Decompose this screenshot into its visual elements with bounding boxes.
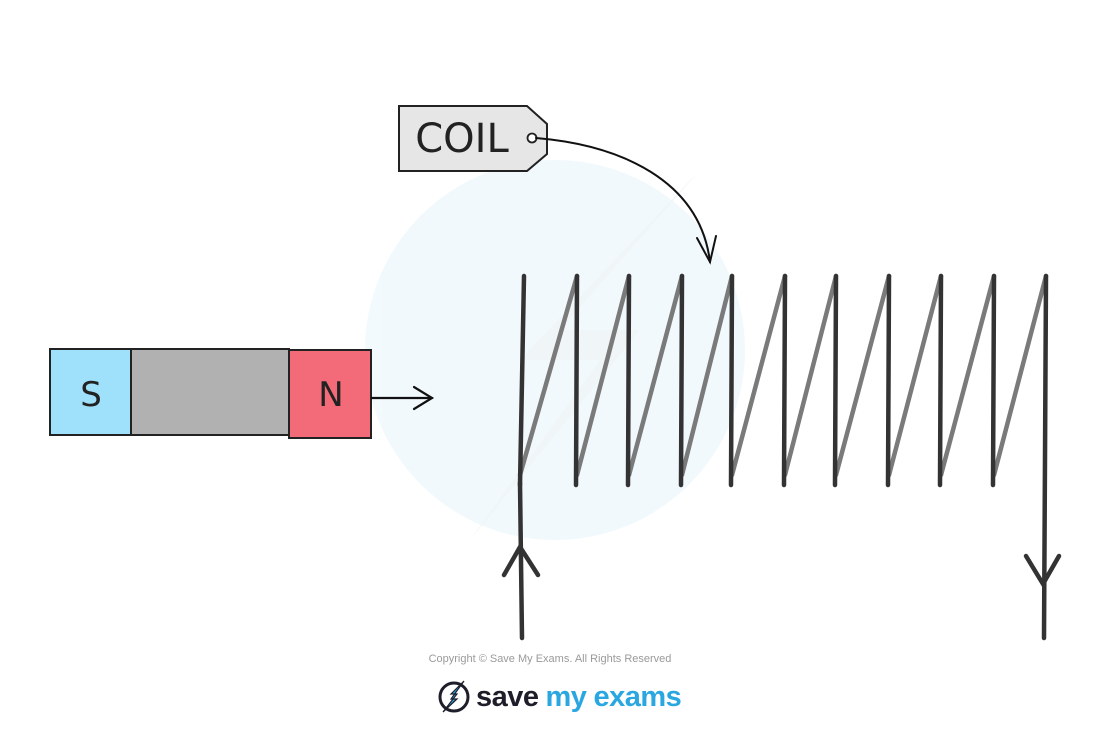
north-pole-label: N <box>318 375 343 415</box>
south-pole <box>49 348 132 436</box>
right-current-arrow-icon <box>1023 553 1062 589</box>
tag-shape <box>398 105 548 172</box>
coil-back-strand <box>574 273 632 478</box>
coil-front-strand <box>937 273 944 488</box>
left-current-arrow-icon <box>501 542 541 578</box>
coil-back-strand <box>729 273 788 478</box>
copyright-text: Copyright © Save My Exams. All Rights Re… <box>428 653 672 665</box>
tag-pointer-arrow <box>535 137 717 265</box>
coil-back-strand <box>517 273 580 478</box>
coil-front-strand <box>990 273 997 488</box>
coil-front-strand <box>728 273 735 488</box>
lightning-bolt-icon <box>438 680 470 713</box>
coil-front-strand <box>517 273 527 488</box>
magnet-body <box>130 348 290 436</box>
coil-back-strand <box>938 273 997 478</box>
brand-save: save <box>476 681 539 713</box>
motion-arrow <box>370 385 435 411</box>
coil-back-strand <box>991 273 1049 478</box>
brand-exams: exams <box>593 681 682 713</box>
tag-label: COIL <box>415 116 509 162</box>
coil-back-strands <box>517 273 1049 478</box>
coil-back-strand <box>782 273 839 478</box>
left-lead-wire <box>517 480 525 641</box>
coil-front-strand <box>625 273 632 488</box>
north-pole <box>288 349 372 439</box>
coil-lead-wires <box>501 273 1062 641</box>
coil-front-strand <box>832 273 839 488</box>
bar-magnet: S N <box>49 348 372 439</box>
coil-back-strand <box>626 273 685 478</box>
coil-back-strand <box>833 273 892 478</box>
coil-front-strand <box>573 273 580 488</box>
south-pole-label: S <box>80 375 102 415</box>
coil-tag: COIL <box>398 105 548 172</box>
brand-my: my <box>545 681 587 713</box>
coil-front-strands <box>517 273 997 488</box>
coil-front-strand <box>885 273 892 488</box>
coil-back-strand <box>679 273 735 478</box>
coil-back-strand <box>886 273 944 478</box>
coil-front-strand <box>678 273 685 488</box>
coil-front-strand <box>781 273 788 488</box>
brand-logo: save my exams <box>437 679 682 715</box>
